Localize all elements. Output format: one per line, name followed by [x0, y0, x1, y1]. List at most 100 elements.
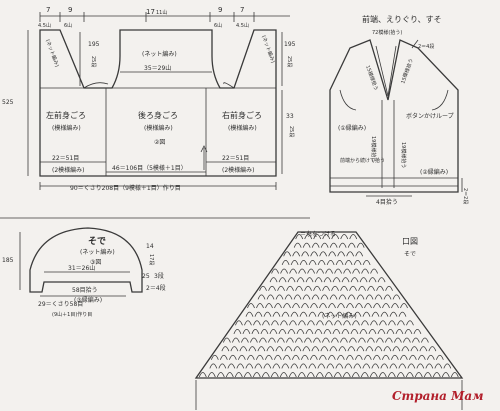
mesh-loop — [398, 311, 407, 317]
mesh-loop — [318, 354, 327, 360]
mesh-loop — [391, 303, 399, 309]
mesh-loop — [277, 285, 285, 291]
mesh-loop — [299, 363, 308, 369]
mesh-loop — [325, 320, 333, 326]
mesh-loop — [283, 303, 291, 309]
mesh-loop — [390, 354, 399, 360]
mesh-loop — [344, 311, 353, 317]
mesh-loop — [426, 354, 435, 360]
body-chart: 7 4.5山 9 6山 17 11山 9 6山 7 4.5山 (ネット編み) (… — [2, 6, 296, 192]
mesh-loop — [237, 354, 246, 360]
back-net-label: (ネット編み) — [142, 50, 177, 58]
mesh-loop — [289, 268, 297, 274]
mesh-loop — [322, 234, 331, 240]
mesh-loop — [331, 285, 339, 291]
mesh-loop — [271, 320, 279, 326]
sleeve-left-height: 185 — [2, 257, 14, 264]
mesh-loop — [242, 328, 251, 335]
mesh-loop — [349, 234, 358, 240]
mesh-loop — [310, 303, 318, 309]
mesh-loop — [338, 242, 347, 248]
mesh-loop — [374, 346, 383, 352]
mesh-loop — [389, 311, 398, 317]
mesh-loop — [332, 328, 341, 335]
mesh-loop — [365, 346, 374, 352]
mesh-loop — [225, 372, 234, 378]
mesh-loop — [400, 303, 408, 309]
sleeve-height-2: 17段 — [148, 254, 155, 265]
left-border-label: (①縁編み) — [338, 124, 366, 132]
stitch-chart: (ネット編み) 口図 そで ＝糸をつける — [194, 230, 464, 410]
mesh-loop — [259, 285, 267, 291]
mesh-loop — [280, 320, 288, 326]
mesh-loop — [401, 346, 410, 352]
mesh-loop — [272, 363, 281, 369]
mesh-loop — [308, 311, 317, 317]
mesh-loop — [307, 268, 315, 274]
mesh-loop — [346, 303, 354, 309]
mesh-loop — [387, 372, 396, 378]
mesh-loop — [349, 337, 357, 343]
mesh-loop — [435, 354, 444, 360]
mesh-loop — [326, 363, 335, 369]
mesh-loop — [350, 328, 359, 335]
mesh-loop — [275, 294, 284, 300]
mesh-loop — [351, 372, 360, 378]
mesh-loop — [314, 277, 323, 283]
mesh-loop — [280, 268, 288, 274]
mesh-loop — [343, 268, 351, 274]
mesh-loop — [329, 242, 338, 248]
mesh-loop — [310, 251, 319, 257]
mesh-stitches — [198, 234, 459, 378]
mesh-loop — [413, 328, 422, 335]
back-hem: 46＝106目（5模様＋1目） — [112, 164, 187, 172]
mesh-loop — [239, 346, 248, 352]
mesh-loop — [272, 311, 281, 317]
mesh-loop — [341, 277, 350, 283]
top-sub-5: 4.5山 — [236, 22, 249, 29]
left-front-pattern: (模様編み) — [52, 124, 81, 132]
mesh-loop — [290, 259, 299, 266]
front-title: 前端、えりぐり、すそ — [362, 14, 442, 24]
mesh-loop — [257, 346, 266, 352]
sleeve-outline — [29, 227, 143, 293]
mesh-loop — [302, 294, 311, 300]
body-outline — [39, 29, 277, 177]
mesh-loop — [277, 337, 285, 343]
mesh-loop — [385, 285, 393, 291]
bottom-pickup: 前端から続けて拾う — [340, 157, 385, 164]
left-front-title: 左前身ごろ — [46, 110, 86, 120]
mesh-loop — [335, 259, 344, 266]
mesh-loop — [335, 363, 344, 369]
mesh-loop — [296, 277, 305, 283]
mesh-loop — [363, 354, 372, 360]
side-dim: 2＝2段 — [462, 188, 469, 204]
stitch-net-label: (ネット編み) — [322, 312, 357, 320]
mesh-loop — [275, 346, 284, 352]
top-dim-2: 9 — [68, 6, 72, 14]
mesh-loop — [302, 346, 311, 352]
mesh-loop — [362, 259, 371, 266]
mesh-loop — [344, 363, 353, 369]
left-hem-2: (2模様編み) — [52, 166, 85, 174]
mesh-loop — [263, 311, 272, 317]
mesh-loop — [304, 337, 312, 343]
mesh-loop — [287, 277, 296, 283]
mesh-loop — [380, 311, 389, 317]
mesh-loop — [301, 251, 310, 257]
mesh-loop — [282, 354, 291, 360]
mesh-loop — [264, 354, 273, 360]
mesh-loop — [309, 354, 318, 360]
mesh-loop — [297, 372, 306, 378]
mesh-loop — [425, 363, 434, 369]
mesh-loop — [253, 320, 261, 326]
mesh-loop — [416, 363, 425, 369]
right-front-title: 右前身ごろ — [222, 110, 262, 120]
mesh-loop — [340, 337, 348, 343]
mesh-loop — [298, 320, 306, 326]
mesh-loop — [256, 303, 264, 309]
mesh-loop — [345, 354, 354, 360]
right-hem: 22＝51目 — [222, 155, 249, 162]
mesh-loop — [347, 346, 356, 352]
